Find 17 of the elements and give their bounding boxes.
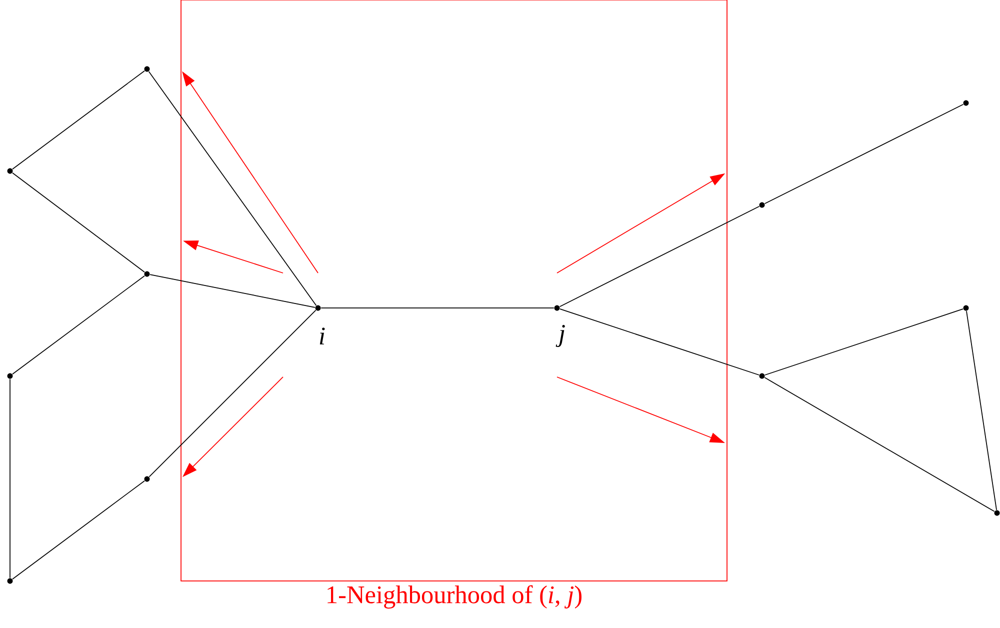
graph-edge (150, 274, 316, 308)
box-label: 1-Neighbourhood of (i, j) (328, 585, 582, 609)
graph-edge (12, 70, 145, 170)
graph-edge (764, 104, 964, 204)
graph-edge (764, 377, 995, 512)
graph-edge (12, 172, 145, 273)
graph-edge (966, 310, 997, 510)
vertex-label: j (556, 324, 565, 348)
graph-edge (12, 480, 145, 580)
graph-edge (764, 308, 964, 376)
graph-edge (12, 275, 145, 375)
graph-edge (559, 206, 760, 308)
vertex-label: i (320, 328, 325, 344)
neighbourhood-box (180, 0, 728, 609)
graph-edge (560, 308, 760, 376)
graph-edge (148, 71, 317, 306)
graph-edge (148, 310, 316, 478)
